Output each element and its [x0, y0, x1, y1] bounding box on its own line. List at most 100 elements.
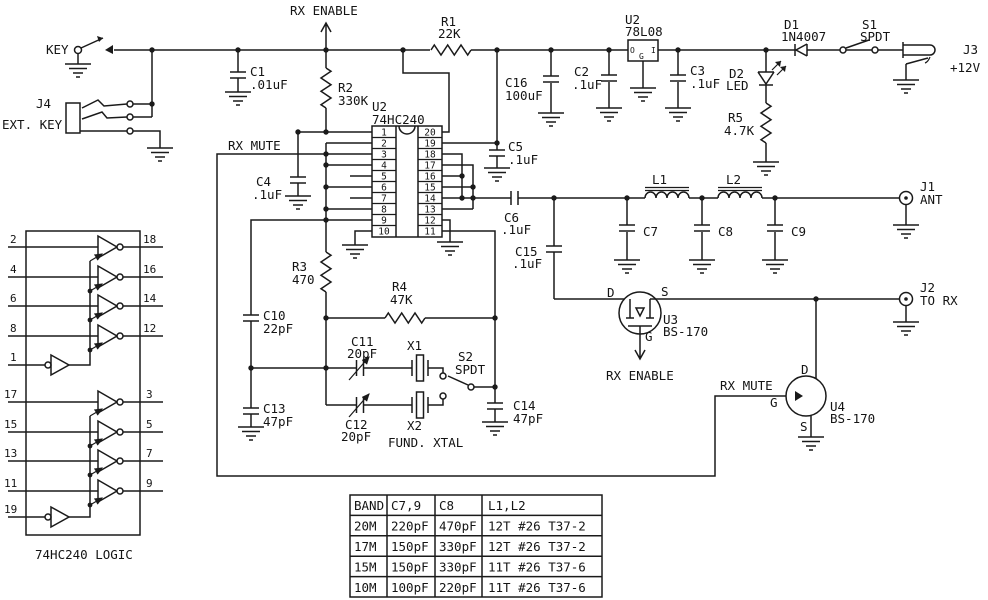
switch-s2: S2 SPDT [447, 349, 498, 391]
logic-out-16: 16 [143, 263, 156, 276]
c10-val: 22pF [263, 321, 293, 336]
u4-s-label: S [800, 419, 808, 434]
c12-val: 20pF [341, 429, 371, 444]
rx-enable-top-label: RX ENABLE [290, 3, 358, 18]
jack-j4: J4 EXT. KEY [2, 50, 174, 162]
logic-out-18: 18 [143, 233, 156, 246]
rx-enable-arrow-top: RX ENABLE [290, 3, 358, 50]
lpf: L1 L2 C7 C8 C9 [613, 172, 900, 274]
band-table-cell: 20M [354, 519, 377, 534]
c6-ref: C6 [504, 210, 519, 225]
cap-c11-variable: C11 20pF [347, 334, 412, 381]
c8-label: C8 [718, 224, 733, 239]
band-table-header-c79: C7,9 [391, 498, 421, 513]
ic-pin-2: 2 [381, 139, 387, 150]
d2-ref: D2 [729, 66, 744, 81]
u4-part: BS-170 [830, 411, 875, 426]
ic-pin-13: 13 [424, 205, 435, 216]
c10-ref: C10 [263, 308, 286, 323]
r5-ref: R5 [728, 110, 743, 125]
r5-val: 4.7K [724, 123, 755, 138]
u2b-ref: U2 [625, 12, 640, 27]
c1-ref: C1 [250, 64, 265, 79]
logic-diagram: 2 4 6 8 1 18 16 14 12 17 15 [4, 230, 163, 562]
logic-group1: 2 4 6 8 1 18 16 14 12 [8, 233, 163, 377]
u4-d-label: D [801, 362, 809, 377]
band-table-cell: 330pF [439, 560, 477, 575]
logic-group2: 17 15 13 11 19 3 5 7 9 [4, 388, 163, 529]
u2a-ref: U2 [372, 99, 387, 114]
ic-pin-17: 17 [424, 161, 435, 172]
c4-val: .1uF [252, 187, 282, 202]
band-table-cell: 12T #26 T37-2 [488, 539, 586, 554]
mosfet-u3: D S G U3 BS-170 RX ENABLE [606, 284, 900, 383]
rx-mute-bottom-label: RX MUTE [720, 378, 773, 393]
key-switch: KEY [46, 36, 113, 78]
logic-caption: 74HC240 LOGIC [35, 547, 133, 562]
key-label: KEY [46, 42, 69, 57]
c15-ref: C15 [515, 244, 538, 259]
band-table-header-l1l2: L1,L2 [488, 498, 526, 513]
band-table-cell: 150pF [391, 539, 429, 554]
r3-val: 470 [292, 272, 315, 287]
output-line: C6 .1uF [442, 191, 645, 237]
crystal-x1: X1 [407, 338, 447, 382]
band-table-header-band: BAND [354, 498, 384, 513]
ic-left-wiring: C4 .1uF RX MUTE [228, 129, 372, 259]
logic-out-14: 14 [143, 292, 157, 305]
crystal-x2: X2 FUND. XTAL [388, 391, 463, 450]
c14-ref: C14 [513, 398, 536, 413]
r2-ref: R2 [338, 80, 353, 95]
ic-pin-1: 1 [381, 128, 387, 139]
ic-pin-20: 20 [424, 128, 436, 139]
x1-ref: X1 [407, 338, 422, 353]
c3-ref: C3 [690, 63, 705, 78]
r1-ref: R1 [441, 14, 456, 29]
resistor-r2: R2 330K [320, 50, 369, 132]
logic-in-15: 15 [4, 418, 17, 431]
band-table: BAND C7,9 C8 L1,L2 20M 220pF 470pF 12T #… [349, 494, 603, 598]
ic-pin-14: 14 [424, 194, 436, 205]
logic-in-6: 6 [10, 292, 17, 305]
u3-ref: U3 [663, 312, 678, 327]
j1-ref: J1 [920, 179, 935, 194]
u4-ref: U4 [830, 399, 845, 414]
resistor-r1: R1 22K [430, 14, 472, 56]
c5-ref: C5 [508, 139, 523, 154]
c2-ref: C2 [574, 64, 589, 79]
logic-in-17: 17 [4, 388, 17, 401]
band-table-header-c8: C8 [439, 498, 454, 513]
c13-val: 47pF [263, 414, 293, 429]
ic-pin-16: 16 [424, 172, 436, 183]
cap-c3: C3 .1uF [664, 50, 720, 122]
r3-ref: R3 [292, 259, 307, 274]
ic-pin-6: 6 [381, 183, 387, 194]
r4-val: 47K [390, 292, 413, 307]
d1-val: 1N4007 [781, 29, 826, 44]
logic-in-4: 4 [10, 263, 17, 276]
logic-en-1: 1 [10, 351, 17, 364]
cap-c12-variable: C12 20pF [341, 393, 412, 444]
mosfet-u4: D G S U4 BS-170 RX MUTE [720, 299, 875, 451]
c16-ref: C16 [505, 75, 528, 90]
logic-en-19: 19 [4, 503, 17, 516]
cap-c10: C10 22pF [242, 219, 326, 368]
ic-pin-10: 10 [378, 227, 390, 238]
ic-pin-3: 3 [381, 150, 387, 161]
r1-val: 22K [438, 26, 461, 41]
logic-out-3: 3 [146, 388, 153, 401]
connector-j1: J1 ANT [892, 179, 943, 239]
d2-val: LED [726, 78, 749, 93]
rx-enable-bottom-label: RX ENABLE [606, 368, 674, 383]
logic-in-13: 13 [4, 447, 17, 460]
j1-label: ANT [920, 192, 943, 207]
band-table-cell: 330pF [439, 539, 477, 554]
band-table-cell: 100pF [391, 580, 429, 595]
l2-label: L2 [726, 172, 741, 187]
ic-pin-8: 8 [381, 205, 387, 216]
cap-c13: C13 47pF [237, 368, 293, 441]
band-table-cell: 150pF [391, 560, 429, 575]
c5-val: .1uF [508, 152, 538, 167]
band-table-cell: 11T #26 T37-6 [488, 580, 586, 595]
